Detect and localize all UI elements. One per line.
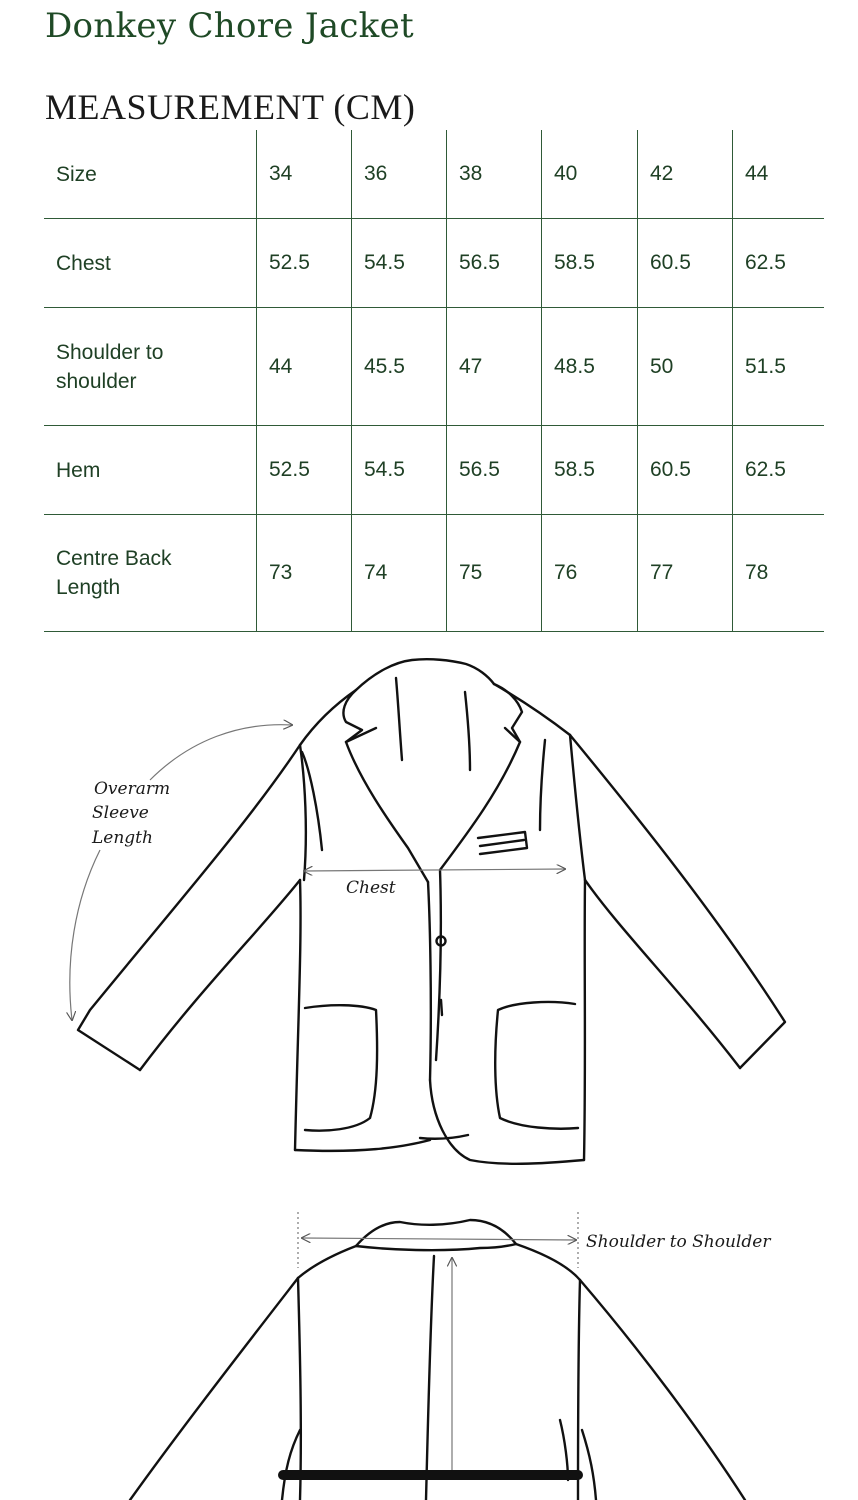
column-divider <box>351 130 352 632</box>
size-44: 44 <box>745 162 769 185</box>
column-divider <box>637 130 638 632</box>
front-jacket-drawing <box>76 658 787 1165</box>
measurement-heading: MEASUREMENT (CM) <box>45 87 416 127</box>
shoulder-arrow <box>297 1212 579 1268</box>
row-divider <box>44 514 824 515</box>
row-divider <box>44 631 824 632</box>
overarm-label-line3: Length <box>91 828 153 848</box>
table-cell: 54.5 <box>364 251 405 274</box>
page-title: Donkey Chore Jacket <box>45 6 414 46</box>
table-cell: 60.5 <box>650 458 691 481</box>
table-cell: 48.5 <box>554 354 595 378</box>
table-row: Centre Back Length 73 74 75 76 77 78 <box>44 515 824 631</box>
table-cell: 54.5 <box>364 458 405 481</box>
header-size-label: Size <box>56 162 97 186</box>
table-cell: 62.5 <box>745 251 786 274</box>
size-36: 36 <box>364 162 388 185</box>
table-cell: 47 <box>459 354 483 378</box>
shoulder-label: Shoulder to Shoulder <box>586 1232 771 1252</box>
table-cell: 45.5 <box>364 354 405 378</box>
table-cell: 44 <box>269 354 293 378</box>
table-row: Hem 52.5 54.5 56.5 58.5 60.5 62.5 <box>44 426 824 514</box>
table-row: Chest 52.5 54.5 56.5 58.5 60.5 62.5 <box>44 219 824 307</box>
chest-label: Chest <box>346 878 396 898</box>
table-cell: 52.5 <box>269 251 310 274</box>
table-cell: 60.5 <box>650 251 691 274</box>
row-label-shoulder: Shoulder to shoulder <box>56 340 164 393</box>
overarm-label-line1: Overarm <box>94 779 170 799</box>
jacket-measurement-diagram: Overarm Sleeve Length Chest Shoulder to … <box>0 658 787 1500</box>
overarm-sleeve-arrow <box>70 725 292 1020</box>
table-cell: 76 <box>554 561 578 584</box>
table-cell: 58.5 <box>554 251 595 274</box>
table-cell: 74 <box>364 561 388 584</box>
table-cell: 51.5 <box>745 354 786 378</box>
chest-arrow <box>304 869 565 871</box>
table-cell: 50 <box>650 354 674 378</box>
overarm-label-line2: Sleeve <box>92 803 149 823</box>
column-divider <box>256 130 257 632</box>
column-divider <box>732 130 733 632</box>
table-cell: 58.5 <box>554 458 595 481</box>
row-divider <box>44 307 824 308</box>
table-cell: 78 <box>745 561 769 584</box>
table-cell: 77 <box>650 561 674 584</box>
size-34: 34 <box>269 162 293 185</box>
horizontal-scrollbar[interactable] <box>278 1470 583 1480</box>
table-cell: 73 <box>269 561 293 584</box>
table-cell: 56.5 <box>459 251 500 274</box>
table-header-row: Size 34 36 38 40 42 44 <box>44 130 824 218</box>
size-table: Size 34 36 38 40 42 44 Chest 52.5 54.5 5… <box>44 130 824 632</box>
column-divider <box>446 130 447 632</box>
row-label-hem: Hem <box>56 458 101 482</box>
table-row: Shoulder to shoulder 44 45.5 47 48.5 50 … <box>44 308 824 425</box>
row-divider <box>44 218 824 219</box>
size-40: 40 <box>554 162 578 185</box>
size-42: 42 <box>650 162 674 185</box>
size-38: 38 <box>459 162 483 185</box>
table-cell: 75 <box>459 561 483 584</box>
row-label-centre-back: Centre Back Length <box>56 547 172 599</box>
back-jacket-drawing <box>128 1218 747 1500</box>
table-cell: 56.5 <box>459 458 500 481</box>
row-label-chest: Chest <box>56 251 111 275</box>
column-divider <box>541 130 542 632</box>
table-cell: 52.5 <box>269 458 310 481</box>
row-divider <box>44 425 824 426</box>
table-cell: 62.5 <box>745 458 786 481</box>
